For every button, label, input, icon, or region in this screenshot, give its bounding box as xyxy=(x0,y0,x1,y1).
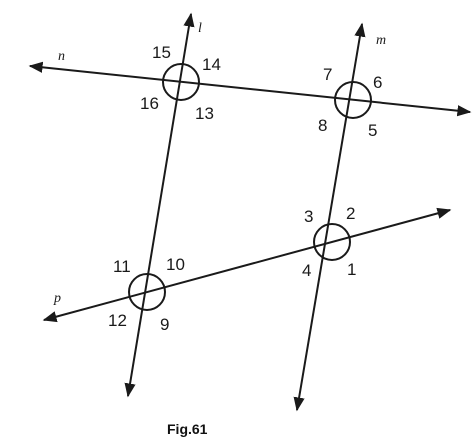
angle-label-9: 9 xyxy=(160,315,169,334)
angle-label-3: 3 xyxy=(304,207,313,226)
angle-label-15: 15 xyxy=(152,43,171,62)
angle-label-11: 11 xyxy=(113,257,131,276)
line-label-m: m xyxy=(376,33,386,48)
angle-label-1: 1 xyxy=(347,260,356,279)
angle-label-8: 8 xyxy=(318,116,327,135)
angle-label-13: 13 xyxy=(195,104,214,123)
line-p xyxy=(42,207,452,323)
angle-label-6: 6 xyxy=(373,73,382,92)
angle-label-2: 2 xyxy=(346,204,355,223)
intersection-circle-ln xyxy=(162,63,200,101)
angle-label-5: 5 xyxy=(368,121,377,140)
intersection-circle-lp xyxy=(128,273,166,311)
figure-caption: Fig.61 xyxy=(167,421,208,437)
line-l xyxy=(124,12,195,398)
angle-label-7: 7 xyxy=(323,65,332,84)
line-label-n: n xyxy=(58,49,65,64)
line-m xyxy=(293,22,366,412)
angle-label-14: 14 xyxy=(202,55,221,74)
line-n xyxy=(28,61,472,117)
angle-label-4: 4 xyxy=(302,261,311,280)
line-label-l: l xyxy=(198,21,202,36)
intersection-circle-mn xyxy=(334,81,372,119)
angle-label-12: 12 xyxy=(108,311,127,330)
angle-label-10: 10 xyxy=(166,255,185,274)
angle-label-16: 16 xyxy=(140,94,159,113)
line-label-p: p xyxy=(53,291,61,306)
intersection-circle-mp xyxy=(313,223,351,261)
